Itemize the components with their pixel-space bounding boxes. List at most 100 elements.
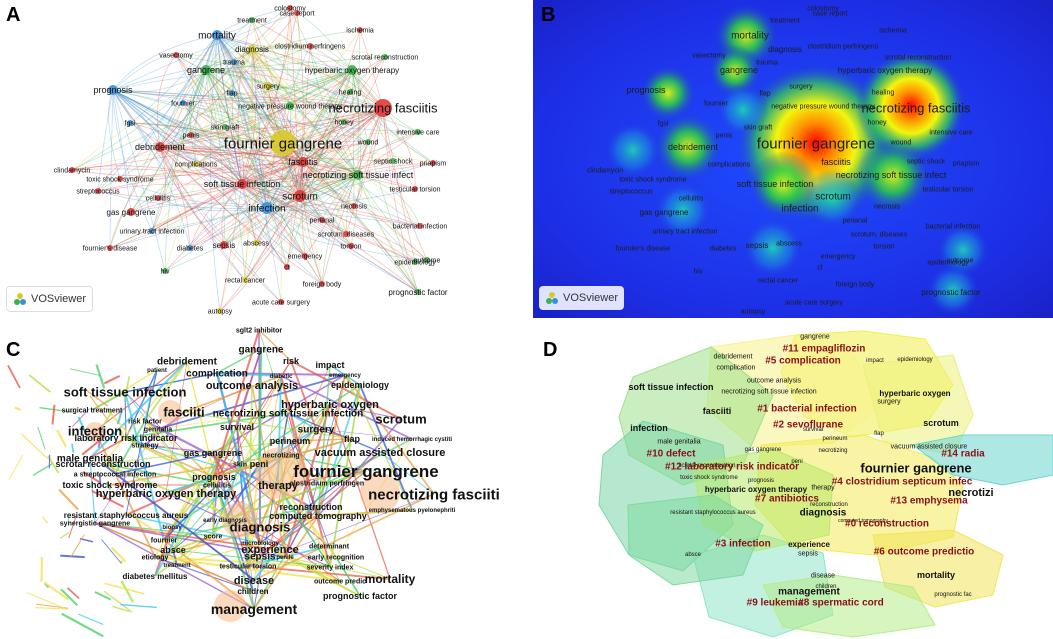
network-a-edge [190,107,384,136]
network-c-node-label: disease [234,575,274,587]
network-c-edge [116,409,124,425]
density-b-label: sepsis [746,241,769,250]
network-c-edge [213,360,292,478]
density-b-label: emergency [821,253,856,260]
network-a-edge [112,89,301,197]
network-a-edge [357,174,421,227]
network-a-edge [223,195,301,246]
network-a-edge [109,161,304,249]
network-c-edge [102,463,255,581]
network-c-edge [120,430,126,441]
density-b-label: prognostic factor [921,288,980,297]
network-a-node-label: abscess [243,240,269,247]
network-a-node [264,82,272,90]
network-a-edge [244,195,301,281]
network-c-node-label: gas gangrene [184,448,243,458]
network-a-node [287,5,293,11]
network-a-edge [296,12,353,71]
cluster-d-keyword: gangrene [800,333,830,340]
network-a-edge [251,48,384,109]
density-b-label: wound [890,139,912,146]
network-a-edge [130,69,207,213]
network-a-edge [299,69,353,197]
density-b-label: infection [781,204,818,215]
network-a-edge [282,56,386,144]
network-a-node [357,27,363,33]
network-a-edge [267,85,359,176]
network-a-edge [216,34,243,185]
network-a-node-label: necrotizing soft tissue infect [303,170,414,180]
network-a-edge [205,69,323,221]
network-a-edge [112,61,235,91]
network-a-edge [205,69,419,293]
network-a-edge [251,46,386,58]
vosviewer-label-b: VOSviewer [563,292,619,304]
network-a-edge [266,207,352,247]
network-a-node-label: foreign body [303,281,342,288]
network-a-node [220,241,228,249]
network-c-edge [344,374,413,511]
network-a-node [107,245,113,251]
network-c-node-label: early diagnosis [203,518,247,524]
network-c-edge [39,406,73,413]
network-c-edge [59,532,70,539]
network-a-node [417,223,423,229]
network-a-edge [112,89,347,235]
network-a-edge [296,12,304,197]
network-a-edge [231,92,384,109]
density-b-label: priapism [953,160,980,167]
density-b-label: ischemia [879,27,907,34]
network-a-edge [241,141,369,185]
network-a-node [155,195,161,201]
network-c-node-label: debridement [157,357,218,368]
network-c-edge [329,403,391,580]
network-a-node [294,190,306,202]
network-a-edge [266,69,353,209]
cluster-d-keyword: necrotizing soft tissue infection [721,388,816,395]
network-a-edge [219,142,284,312]
network-a-node-label: acute care surgery [252,299,310,306]
density-b-label: scrotal reconstruction [885,54,952,61]
vosviewer-badge-b: VOSviewer [539,286,625,310]
network-a-edge [224,126,244,185]
network-a-edge [159,48,253,148]
network-a-edge [190,134,243,185]
network-a-edge [301,161,306,257]
network-a-edge [159,48,253,148]
network-a-node [353,170,363,180]
network-a-node [415,129,421,135]
network-a-edge [299,107,384,197]
density-b-label: debridement [668,142,719,152]
network-a-edge [299,56,386,197]
vosviewer-logo-icon [545,291,559,305]
cluster-d-label: #14 radia [941,449,985,460]
network-a-node-label: necrosis [341,203,368,210]
network-c-node-halo [360,473,400,513]
network-a-edge [251,48,434,164]
network-a-edge [357,174,428,261]
network-c-node-label: strategy [131,442,158,449]
network-a-edge [194,34,218,165]
network-a-edge [205,69,304,163]
density-b-label: diagnosis [768,45,802,54]
network-a-edge [359,29,384,109]
network-a-node-label: case report [279,10,314,17]
cluster-d-keyword: survival [803,427,823,433]
network-a-edge [159,146,359,176]
network-a-edge [219,195,301,312]
network-c-edge [335,556,361,597]
network-a-edge [241,183,257,244]
network-c-node-label: computed tomography [269,511,367,521]
density-b-label: abscess [776,240,802,247]
network-a-edge [302,161,416,190]
cluster-d-label: #4 clostridium septicum infec [832,477,973,488]
network-a-node [193,161,199,167]
panel-a-letter: A [6,4,21,26]
network-c-node-label: skin [233,461,247,468]
network-a-edge [97,161,304,192]
network-a-edge [112,89,369,143]
density-b-label: clindamycin [587,167,624,174]
density-b-label: complications [708,161,751,168]
network-a-edge [266,188,416,209]
network-a-edge [241,183,419,293]
